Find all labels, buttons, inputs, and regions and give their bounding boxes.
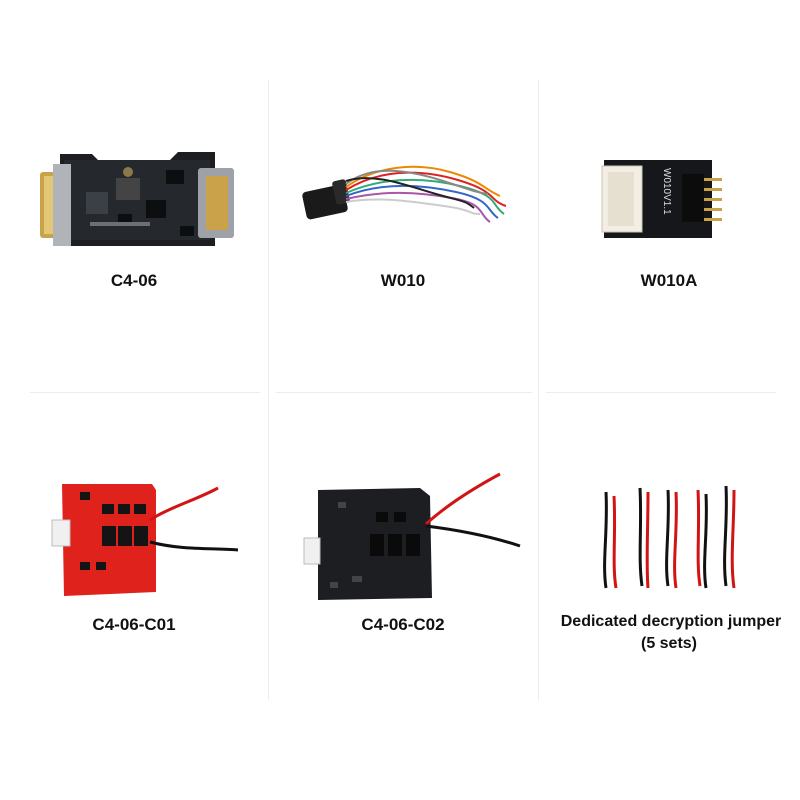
jumper-wires-image: [603, 485, 736, 589]
board-silkscreen-text: W010V1.1: [661, 168, 672, 215]
product-label-line1: Dedicated decryption jumper: [560, 613, 782, 630]
grid-divider: [546, 392, 776, 393]
db-cable-image: [302, 165, 507, 223]
black-pcb-image: [303, 472, 521, 600]
product-c4-06-c02[interactable]: C4-06-C02: [268, 392, 538, 700]
grid-divider: [268, 80, 269, 700]
product-w010a[interactable]: W010V1.1 W010A: [538, 0, 800, 392]
product-label: C4-06: [110, 271, 158, 290]
product-decryption-jumper[interactable]: Dedicated decryption jumper (5 sets): [538, 392, 800, 700]
product-c4-06[interactable]: C4-06: [0, 0, 268, 392]
grid-divider: [538, 80, 539, 700]
grid-divider: [30, 392, 260, 393]
grid-divider: [276, 392, 532, 393]
product-c4-06-c01[interactable]: C4-06-C01: [0, 392, 268, 700]
mainboard-adapter-image: [40, 152, 234, 246]
product-label: W010A: [640, 271, 698, 290]
product-label-line2: (5 sets): [640, 635, 698, 652]
product-label: C4-06-C02: [361, 615, 445, 634]
red-pcb-image: [51, 484, 239, 596]
product-label: W010: [380, 271, 426, 290]
ribbon-adapter-image: W010V1.1: [601, 160, 722, 238]
product-label: C4-06-C01: [92, 615, 176, 634]
product-w010[interactable]: W010: [268, 0, 538, 392]
